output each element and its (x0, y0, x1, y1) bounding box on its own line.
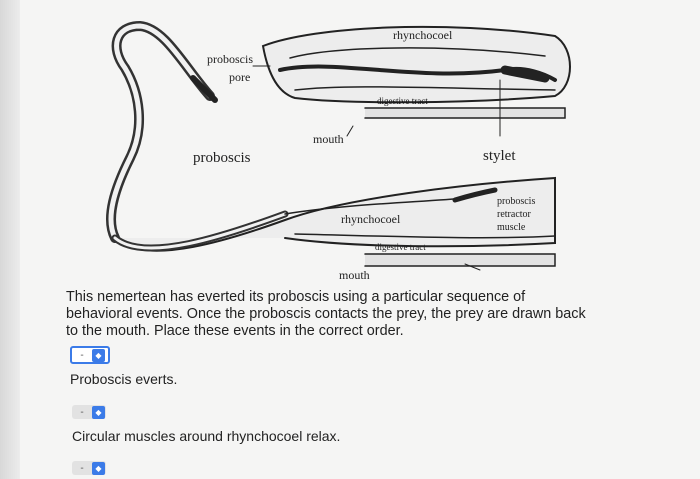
order-select-1[interactable]: - ◆ (70, 346, 110, 364)
label-retractor-3: muscle (497, 222, 526, 233)
order-select-2-value: - (80, 406, 84, 418)
label-mouth-top: mouth (313, 132, 344, 146)
label-stylet: stylet (483, 148, 516, 164)
order-select-2[interactable]: - ◆ (72, 405, 106, 419)
label-proboscis: proboscis (193, 150, 251, 166)
order-select-3[interactable]: - ◆ (72, 461, 106, 475)
order-select-1-value: - (80, 349, 84, 361)
label-digestive-tract-top: digestive tract (377, 96, 428, 106)
question-text: This nemertean has everted its proboscis… (66, 289, 586, 339)
up-down-arrows-icon: ◆ (92, 405, 105, 419)
event-2-text: Circular muscles around rhynchocoel rela… (72, 428, 341, 444)
label-rhynchocoel-bottom: rhynchocoel (341, 212, 401, 226)
label-retractor-2: retractor (497, 209, 531, 220)
nemertean-drawing (105, 20, 571, 271)
nemertean-diagram: rhynchocoel proboscis pore digestive tra… (85, 8, 585, 290)
order-select-3-value: - (80, 462, 84, 474)
label-mouth-bottom: mouth (339, 268, 370, 282)
label-retractor-1: proboscis (497, 196, 536, 207)
window-edge (0, 0, 20, 479)
label-proboscis-pore-1: proboscis (207, 52, 253, 66)
label-digestive-tract-bottom: digestive tract (375, 242, 426, 252)
up-down-arrows-icon: ◆ (92, 348, 105, 362)
event-1-text: Proboscis everts. (70, 371, 178, 387)
label-rhynchocoel-top: rhynchocoel (393, 28, 453, 42)
up-down-arrows-icon: ◆ (92, 461, 105, 475)
label-proboscis-pore-2: pore (229, 70, 251, 84)
